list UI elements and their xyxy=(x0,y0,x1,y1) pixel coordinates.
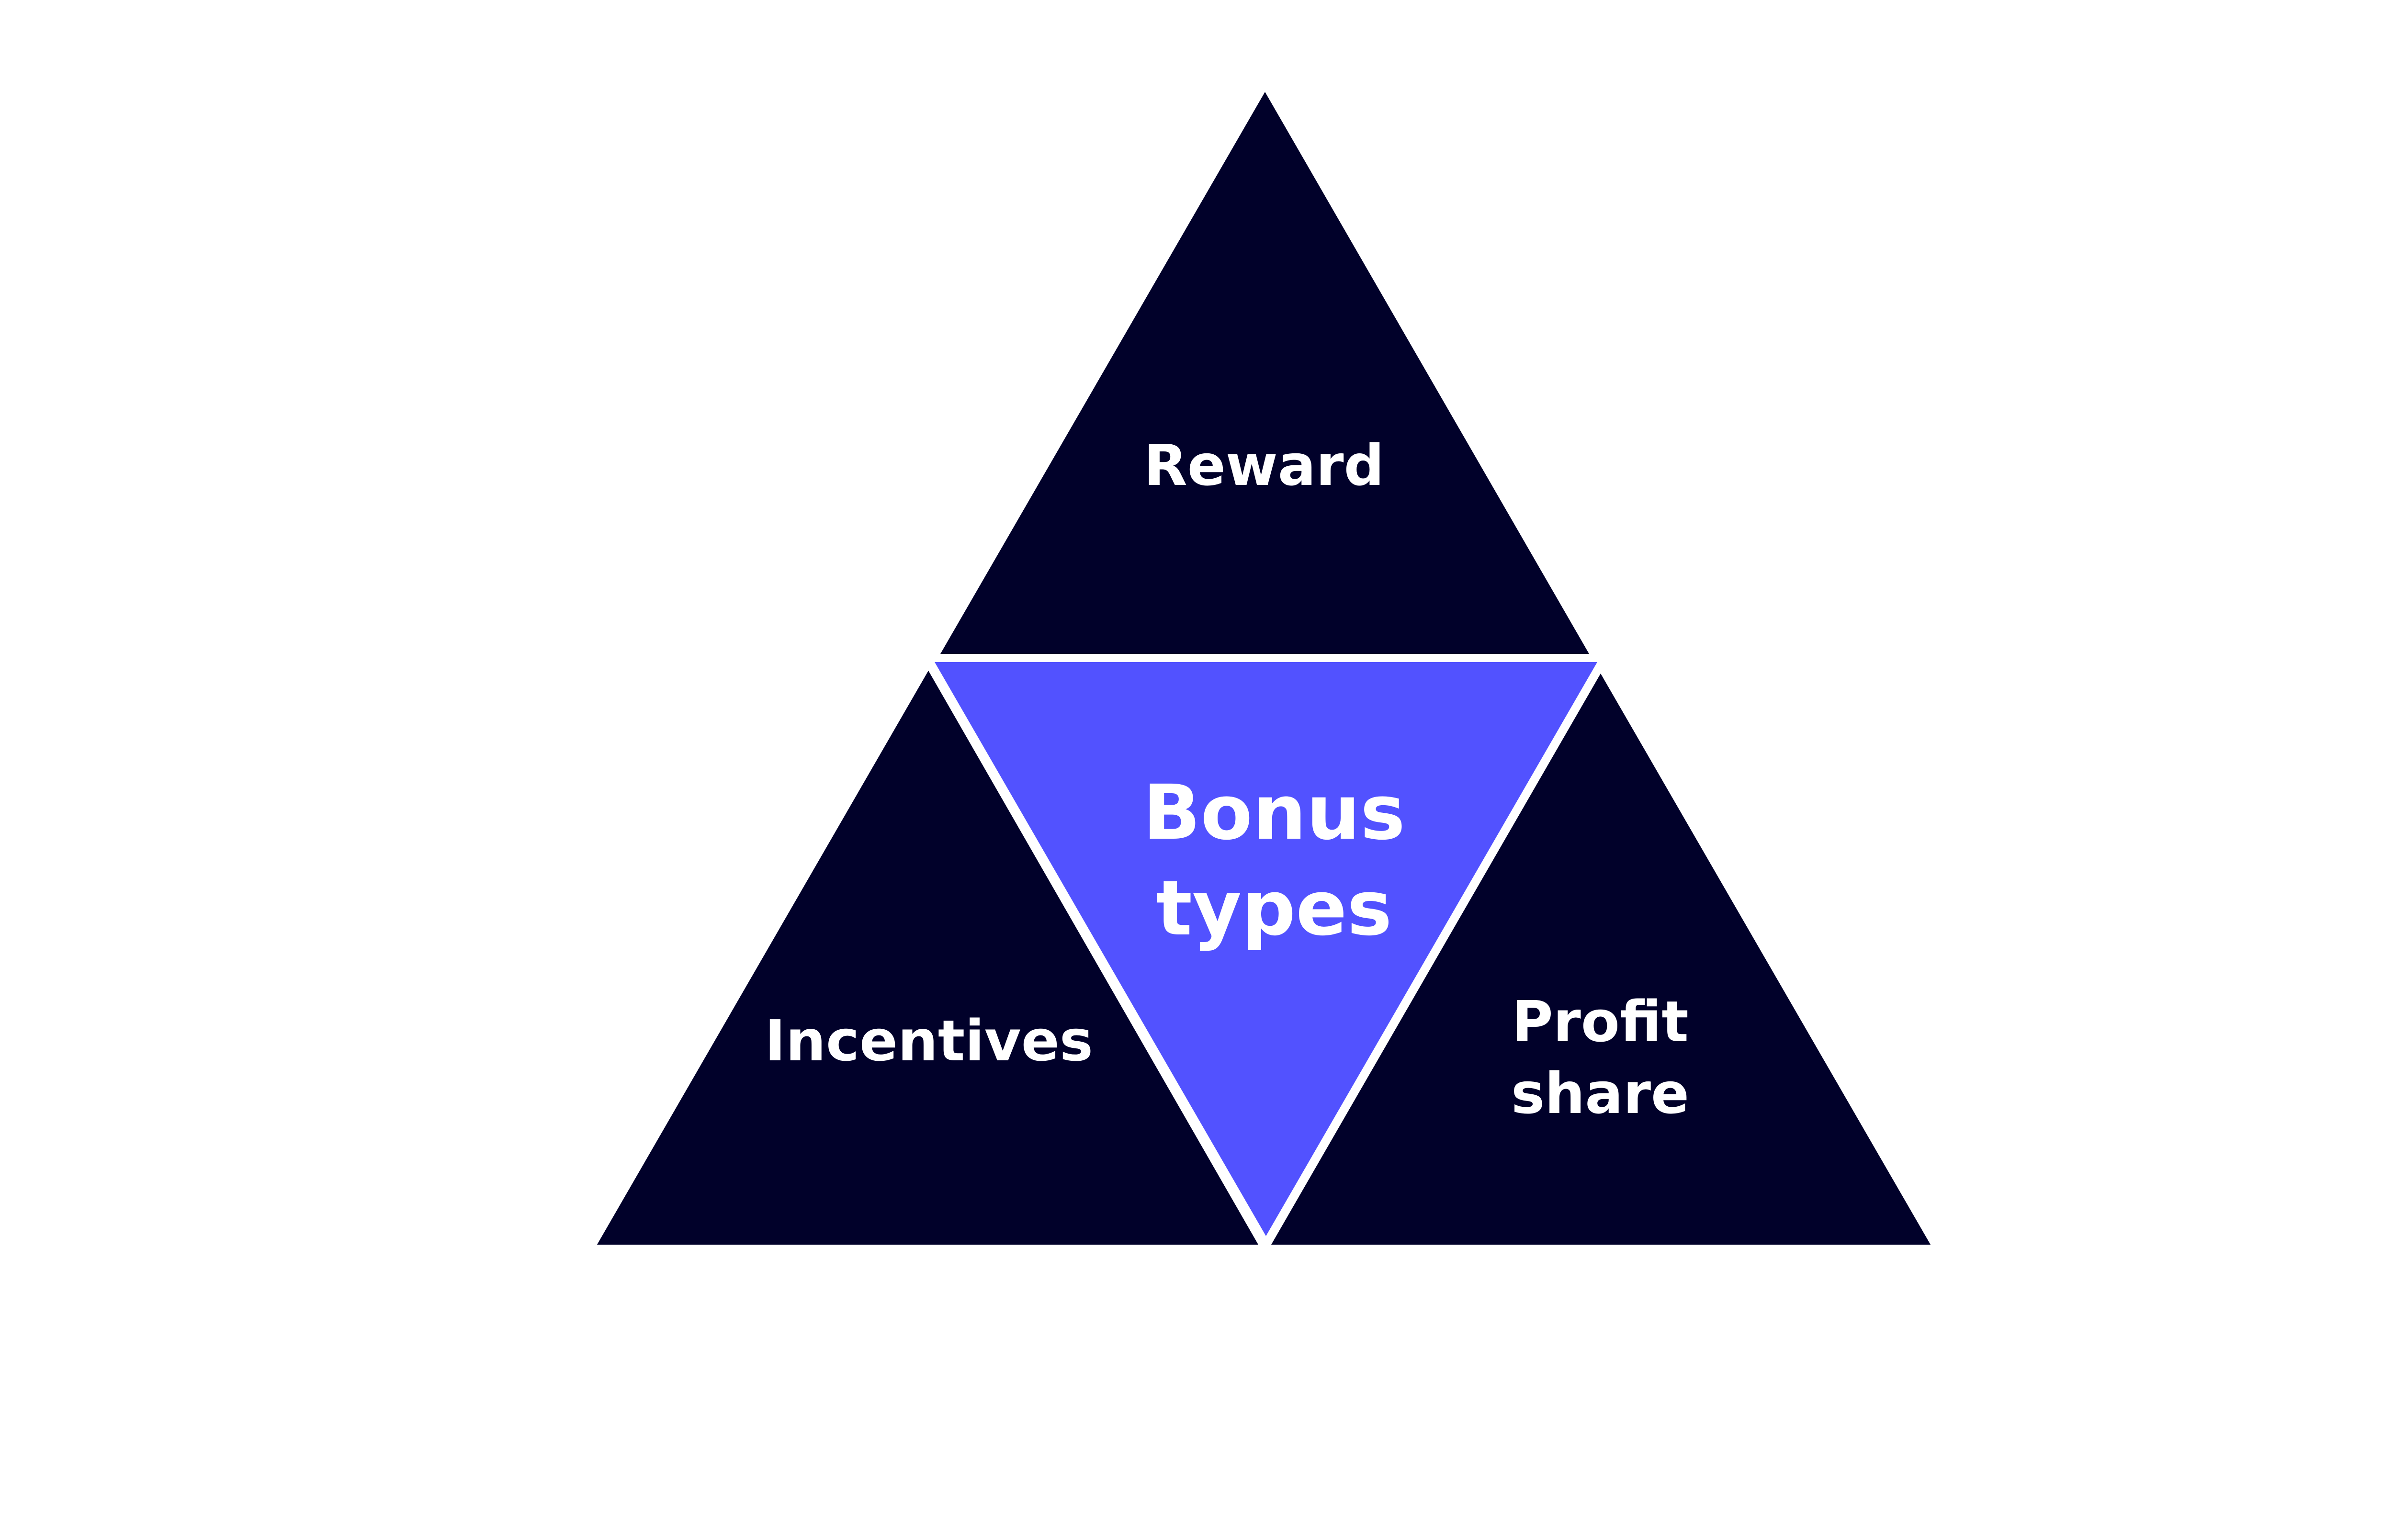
bonus-types-label-line2: types xyxy=(1156,865,1392,953)
profit-share-label-line2: share xyxy=(1511,1060,1689,1126)
bonus-types-label-line1: Bonus xyxy=(1143,769,1405,857)
top-triangle-reward xyxy=(940,92,1589,654)
profit-share-label-line1: Profit xyxy=(1512,989,1689,1055)
bottom-left-triangle-incentives xyxy=(597,671,1258,1245)
bottom-right-triangle-profit-share xyxy=(1271,674,1931,1245)
center-triangle-bonus-types xyxy=(935,662,1597,1236)
incentives-label: Incentives xyxy=(765,1008,1093,1074)
reward-label: Reward xyxy=(1144,432,1384,498)
